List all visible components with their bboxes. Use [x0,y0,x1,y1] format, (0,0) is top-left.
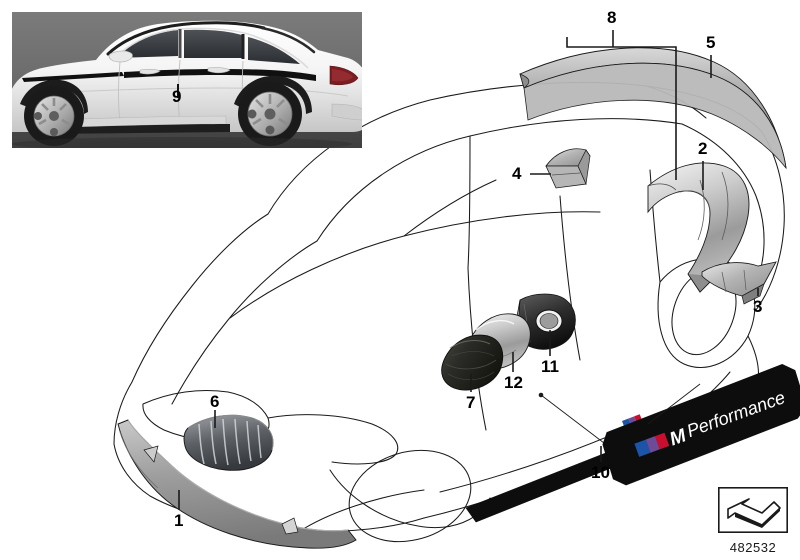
part-roof-spoiler [519,47,787,170]
part-rear-arch-trim [701,261,777,305]
callout-label-5[interactable]: 5 [706,33,716,52]
part-kidney-grille [183,414,274,471]
part-front-splitter [117,419,357,549]
m-performance-sill-plate: M Performance [602,364,800,486]
callout-label-6[interactable]: 6 [210,392,220,411]
callout-label-9[interactable]: 9 [172,87,182,106]
car-body-outline [113,81,785,543]
leader-sill-to-strip [538,392,605,444]
part-mirror-base [515,293,576,350]
part-mirror-cap-carbon [441,334,504,391]
vehicle-side-photo [12,12,362,148]
callout-label-2[interactable]: 2 [698,139,708,158]
leader-8 [566,37,677,180]
svg-text:M: M [641,412,649,420]
callout-label-1[interactable]: 1 [174,511,184,530]
callout-leaders [178,30,759,510]
drawing-number-badge: 482532 [718,487,789,555]
callout-label-3[interactable]: 3 [753,297,763,316]
part-spoiler-bracket [545,148,591,189]
callout-label-8[interactable]: 8 [607,8,617,27]
callout-label-7[interactable]: 7 [466,393,476,412]
callout-label-10[interactable]: 10 [591,463,610,482]
arrow-plate-icon [718,487,789,534]
callout-label-4[interactable]: 4 [512,164,522,183]
drawing-number-text: 482532 [729,540,777,555]
callout-label-11[interactable]: 11 [541,357,559,376]
callout-label-12[interactable]: 12 [504,373,523,392]
